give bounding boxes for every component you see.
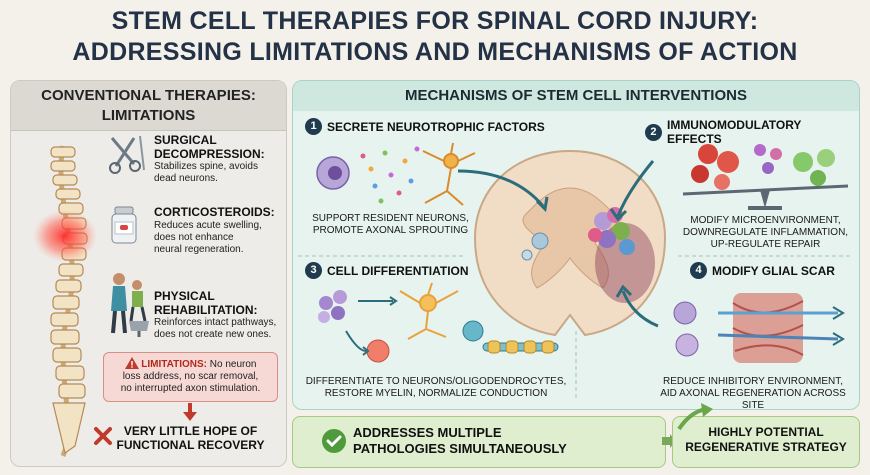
hope-text: VERY LITTLE HOPE OF FUNCTIONAL RECOVERY: [98, 424, 283, 452]
rehab-desc-2: does not create new ones.: [154, 329, 272, 340]
glial-scar-icon: [673, 293, 845, 363]
rehab-desc: Reinforces intact pathways, does not cre…: [154, 317, 286, 341]
mechanisms-panel: MECHANISMS OF STEM CELL INTERVENTIONS 1 …: [292, 80, 860, 410]
mechanism-4-number: 4: [690, 262, 707, 279]
panel-dividers: [298, 255, 853, 401]
mechanism-arrows: [457, 160, 659, 328]
strategy-text: HIGHLY POTENTIAL REGENERATIVE STRATEGY: [673, 425, 859, 455]
spine-icon: [33, 145, 97, 457]
mechanism-2-number: 2: [645, 123, 662, 141]
mechanism-4-title-text: MODIFY GLIAL SCAR: [712, 263, 835, 278]
cross-icon: [94, 427, 112, 445]
mechanism-4-caption: REDUCE INHIBITORY ENVIRONMENT, AID AXONA…: [653, 376, 853, 410]
conventional-therapies-panel: CONVENTIONAL THERAPIES: LIMITATIONS: [10, 80, 287, 467]
mechanism-2-caption-1: MODIFY MICROENVIRONMENT,: [690, 215, 841, 226]
mechanism-4-title: 4 MODIFY GLIAL SCAR: [690, 262, 835, 279]
corticosteroids-desc-1: Reduces acute swelling,: [154, 220, 262, 231]
title-line-2: ADDRESSING LIMITATIONS AND MECHANISMS OF…: [72, 38, 798, 66]
mechanism-3-caption-2: RESTORE MYELIN, NORMALIZE CONDUCTION: [324, 388, 548, 399]
limitations-label: LIMITATIONS:: [141, 359, 208, 370]
mechanism-3-title-text: CELL DIFFERENTIATION: [327, 263, 469, 278]
mechanism-2-title: 2 IMMUNOMODULATORY EFFECTS: [645, 118, 859, 146]
mechanism-3-caption: DIFFERENTIATE TO NEURONS/OLIGODENDROCYTE…: [301, 376, 571, 400]
strategy-line-1: HIGHLY POTENTIAL: [708, 425, 824, 439]
warning-icon: [124, 357, 139, 369]
mechanism-3-number: 3: [305, 262, 322, 279]
main-title: STEM CELL THERAPIES FOR SPINAL CORD INJU…: [0, 6, 870, 68]
spinal-cord-section-icon: [473, 149, 667, 337]
rehab-title: PHYSICAL REHABILITATION:: [154, 289, 258, 317]
cell-differentiation-illustration: [318, 282, 559, 363]
mechanism-4-caption-2: AID AXONAL REGENERATION ACROSS SITE: [660, 388, 846, 410]
down-arrow-icon: [183, 403, 197, 421]
mechanism-1-caption-1: SUPPORT RESIDENT NEURONS,: [312, 213, 469, 224]
surgical-title-text: SURGICAL DECOMPRESSION:: [154, 133, 265, 161]
up-arrow-icon: [677, 403, 713, 431]
rehab-desc-1: Reinforces intact pathways,: [154, 317, 277, 328]
hope-line-2: FUNCTIONAL RECOVERY: [116, 438, 265, 452]
neurotrophic-illustration: [316, 142, 476, 206]
mechanism-2-caption-2: DOWNREGULATE INFLAMMATION,: [682, 227, 849, 238]
strategy-line-2: REGENERATIVE STRATEGY: [685, 440, 847, 454]
mechanism-1-caption-2: PROMOTE AXONAL SPROUTING: [312, 225, 469, 236]
mechanism-3-title: 3 CELL DIFFERENTIATION: [305, 262, 469, 279]
conventional-heading: CONVENTIONAL THERAPIES: LIMITATIONS: [11, 81, 286, 131]
mechanisms-heading: MECHANISMS OF STEM CELL INTERVENTIONS: [293, 81, 859, 111]
surgical-title: SURGICAL DECOMPRESSION:: [154, 133, 282, 161]
title-line-1: STEM CELL THERAPIES FOR SPINAL CORD INJU…: [111, 7, 759, 35]
corticosteroids-desc-2: does not enhance: [154, 232, 234, 243]
mechanism-1-title: 1 SECRETE NEUROTROPHIC FACTORS: [305, 118, 545, 135]
mechanism-2-caption-3: UP-REGULATE REPAIR: [710, 239, 821, 250]
corticosteroids-desc: Reduces acute swelling, does not enhance…: [154, 220, 284, 256]
check-icon: [322, 429, 346, 453]
conventional-heading-line-1: CONVENTIONAL THERAPIES:: [41, 87, 256, 104]
mechanism-4-caption-1: REDUCE INHIBITORY ENVIRONMENT,: [662, 376, 844, 387]
conventional-heading-line-2: LIMITATIONS: [101, 107, 196, 124]
mechanism-1-caption: SUPPORT RESIDENT NEURONS, PROMOTE AXONAL…: [303, 213, 478, 237]
addresses-line-2: PATHOLOGIES SIMULTANEOUSLY: [353, 441, 567, 456]
mechanism-2-title-text: IMMUNOMODULATORY EFFECTS: [666, 118, 802, 146]
limitations-text-1: No neuron: [209, 359, 257, 370]
pill-bottle-icon: [111, 206, 137, 244]
balance-scale-icon: [682, 144, 849, 210]
limitations-line-2: loss address, no scar removal,: [122, 371, 259, 382]
mechanism-1-title-text: SECRETE NEUROTROPHIC FACTORS: [327, 119, 545, 134]
scalpel-icon: [109, 135, 145, 174]
rehab-icon: [111, 273, 149, 337]
limitations-box: LIMITATIONS: No neuron loss address, no …: [103, 352, 278, 402]
addresses-line-1: ADDRESSES MULTIPLE: [353, 425, 502, 440]
addresses-text: ADDRESSES MULTIPLE PATHOLOGIES SIMULTANE…: [353, 425, 567, 457]
corticosteroids-title: CORTICOSTEROIDS:: [154, 205, 275, 219]
surgical-desc-2: dead neurons.: [154, 173, 218, 184]
limitations-line-3: no interrupted axon stimulation.: [120, 383, 261, 394]
surgical-desc: Stabilizes spine, avoids dead neurons.: [154, 161, 284, 185]
mechanism-1-number: 1: [305, 118, 322, 135]
strategy-box: HIGHLY POTENTIAL REGENERATIVE STRATEGY: [672, 403, 860, 468]
corticosteroids-desc-3: neural regeneration.: [154, 244, 244, 255]
mechanism-3-caption-1: DIFFERENTIATE TO NEURONS/OLIGODENDROCYTE…: [305, 376, 567, 387]
mechanism-2-caption: MODIFY MICROENVIRONMENT, DOWNREGULATE IN…: [678, 215, 853, 251]
surgical-desc-1: Stabilizes spine, avoids: [154, 161, 258, 172]
hope-line-1: VERY LITTLE HOPE OF: [123, 424, 258, 438]
limitations-line-1: LIMITATIONS: No neuron: [110, 357, 271, 371]
addresses-box: ADDRESSES MULTIPLE PATHOLOGIES SIMULTANE…: [292, 416, 666, 468]
